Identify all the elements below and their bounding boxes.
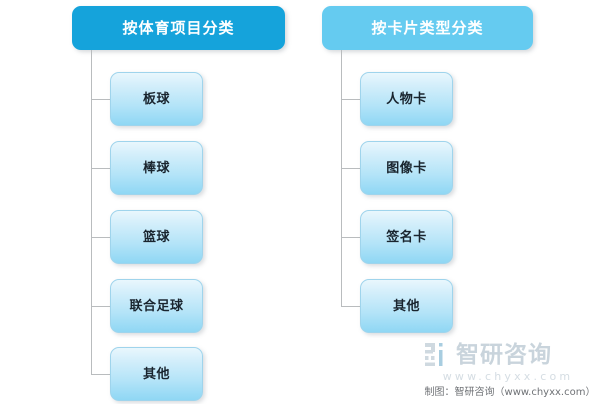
root-node-label: 按卡片类型分类 xyxy=(371,18,484,37)
connector-branch-left-5 xyxy=(91,374,110,375)
child-node-right-2[interactable]: 图像卡 xyxy=(360,141,453,195)
root-node-by-sport[interactable]: 按体育项目分类 xyxy=(72,6,285,50)
connector-branch-left-2 xyxy=(91,168,110,169)
connector-branch-right-1 xyxy=(341,99,360,100)
connector-branch-right-3 xyxy=(341,237,360,238)
child-node-right-4[interactable]: 其他 xyxy=(360,279,453,333)
child-node-left-4[interactable]: 联合足球 xyxy=(110,279,203,333)
watermark-brand: 智研咨询 xyxy=(456,342,552,368)
watermark-logo-row: 智研咨询 xyxy=(424,340,596,370)
child-node-left-3[interactable]: 篮球 xyxy=(110,210,203,264)
root-node-label: 按体育项目分类 xyxy=(122,18,235,37)
child-node-label: 人物卡 xyxy=(386,91,427,107)
child-node-right-1[interactable]: 人物卡 xyxy=(360,72,453,126)
child-node-label: 签名卡 xyxy=(386,229,427,245)
child-node-right-3[interactable]: 签名卡 xyxy=(360,210,453,264)
child-node-label: 板球 xyxy=(142,91,170,107)
child-node-label: 联合足球 xyxy=(129,298,184,314)
connector-branch-left-3 xyxy=(91,237,110,238)
child-node-label: 篮球 xyxy=(142,229,170,245)
connector-trunk-right xyxy=(341,50,342,306)
watermark: 智研咨询 www.chyxx.com 制图：智研咨询（www.chyxx.com… xyxy=(424,340,596,400)
child-node-label: 图像卡 xyxy=(386,160,427,176)
child-node-label: 其他 xyxy=(392,298,420,314)
child-node-left-5[interactable]: 其他 xyxy=(110,347,203,401)
chyxx-logo-icon xyxy=(425,343,443,366)
child-node-label: 其他 xyxy=(142,366,170,382)
child-node-left-2[interactable]: 棒球 xyxy=(110,141,203,195)
root-node-by-card-type[interactable]: 按卡片类型分类 xyxy=(322,6,533,50)
connector-trunk-left xyxy=(91,50,92,374)
connector-branch-right-4 xyxy=(341,306,360,307)
watermark-url: www.chyxx.com xyxy=(442,370,574,383)
watermark-caption: 制图：智研咨询（www.chyxx.com） xyxy=(424,387,596,398)
connector-branch-right-2 xyxy=(341,168,360,169)
child-node-left-1[interactable]: 板球 xyxy=(110,72,203,126)
connector-branch-left-1 xyxy=(91,99,110,100)
connector-branch-left-4 xyxy=(91,306,110,307)
child-node-label: 棒球 xyxy=(142,160,170,176)
